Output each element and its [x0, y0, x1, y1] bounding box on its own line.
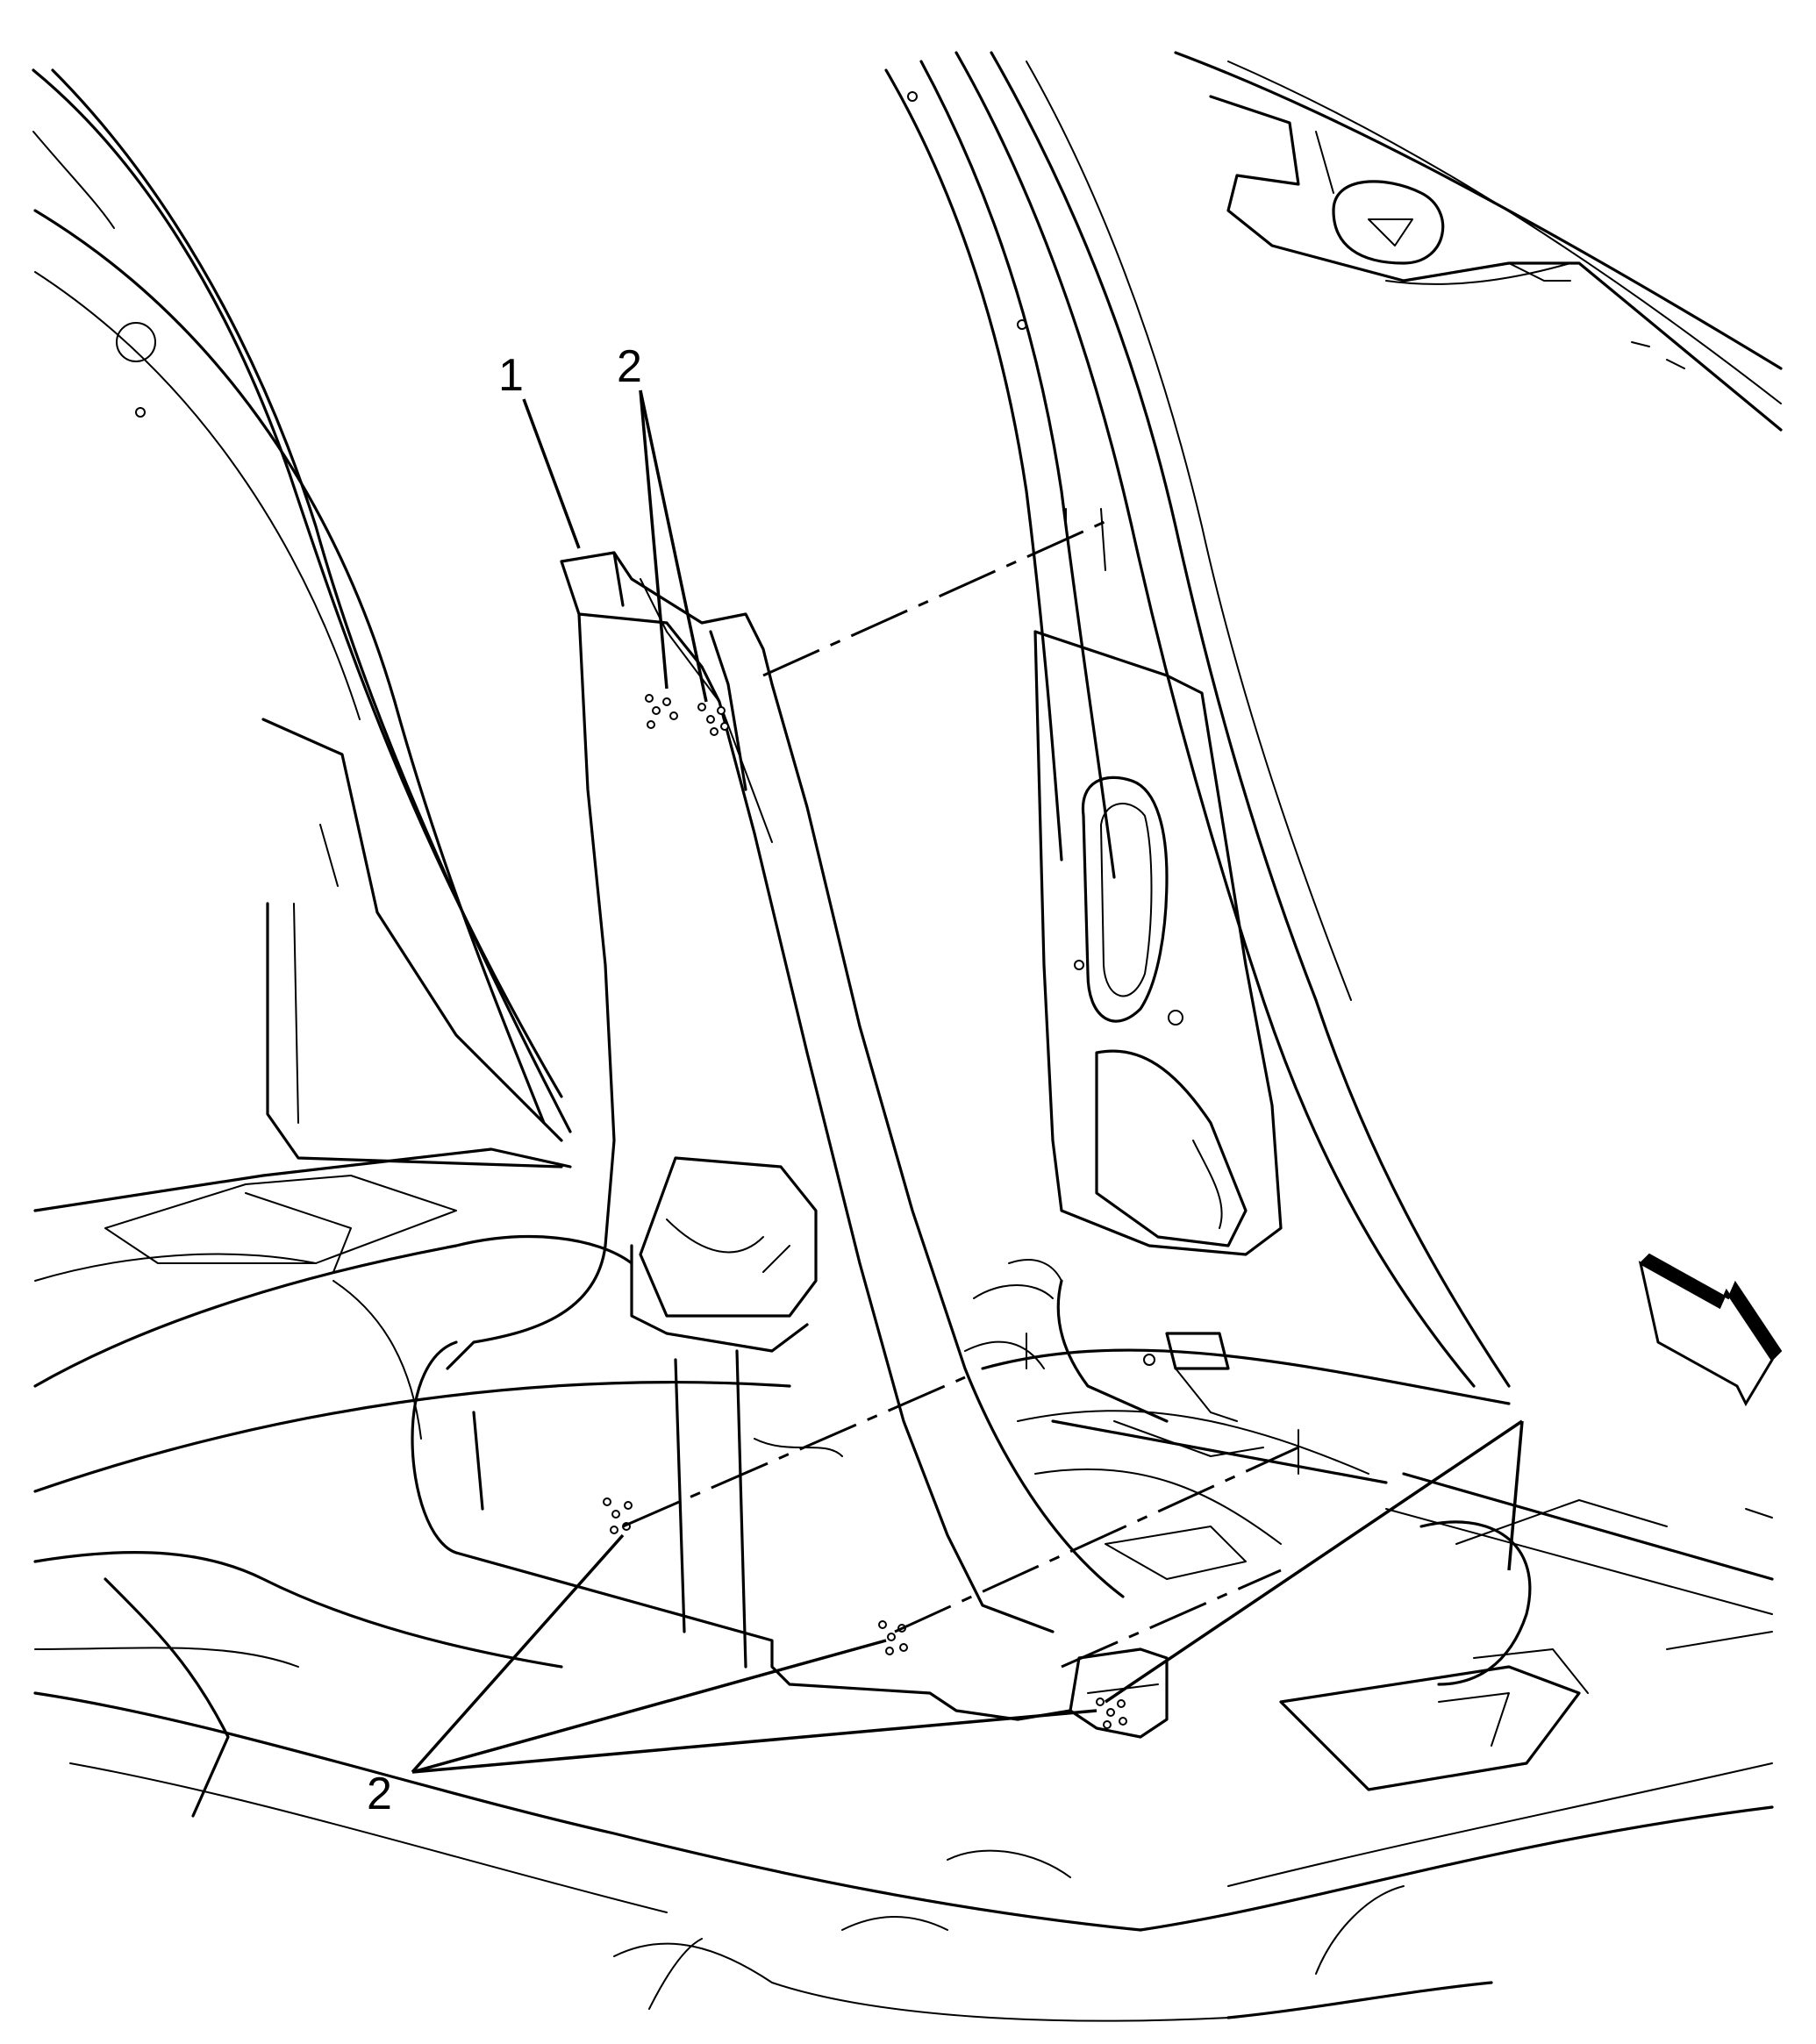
- pillar-trim-panel: [411, 551, 1169, 1739]
- left-quarter-panel: [32, 68, 633, 1440]
- roof-panel: [1174, 51, 1783, 432]
- clip-top-left: [645, 694, 678, 729]
- callout-2-top-label: 2: [617, 341, 642, 392]
- callout-2-bottom-label: 2: [367, 1769, 392, 1819]
- floor-panel: [33, 1348, 1774, 2022]
- clip-bottom-right: [1096, 1697, 1127, 1729]
- clip-top-right: [697, 703, 729, 736]
- b-pillar-body: [884, 51, 1511, 1484]
- front-arrow-icon: [1638, 1253, 1783, 1407]
- alignment-lines: [622, 508, 1299, 1669]
- leader-lines: [411, 390, 1524, 1774]
- clip-bottom-middle: [878, 1620, 908, 1655]
- callout-1-label: 1: [498, 350, 524, 401]
- clip-bottom-left: [603, 1497, 633, 1534]
